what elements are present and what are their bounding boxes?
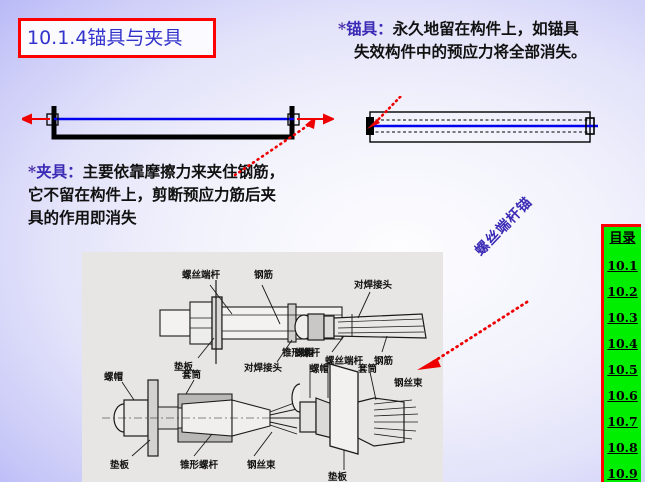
fig-label-rebar-2: 钢筋 [374, 355, 394, 367]
fig-label-bearing-plate: 垫板 [174, 361, 194, 373]
pointer-to-anchorage [367, 96, 403, 129]
note-anchor-line1: *锚具：永久地留在构件上，如锚具 [338, 17, 587, 40]
toc-item-10-6[interactable]: 10.6 [607, 388, 638, 403]
note-clamp-line2: 它不留在构件上，剪断预应力筋后夹 [28, 185, 277, 204]
pointer-to-figure [417, 300, 529, 370]
note-anchor: *锚具：永久地留在构件上，如锚具 失效构件中的预应力将全部消失。 [338, 17, 587, 63]
toc-item-10-8[interactable]: 10.8 [607, 440, 638, 455]
fig-label-wire-bundle-1: 钢丝束 [247, 459, 276, 471]
fig-label-wire-bundle-2: 钢丝束 [394, 377, 423, 389]
toc-item-10-2[interactable]: 10.2 [607, 284, 638, 299]
note-anchor-term: 锚具： [346, 19, 393, 38]
fig-label-rebar: 钢筋 [254, 269, 274, 281]
note-clamp: *夹具：主要依靠摩擦力来夹住钢筋， 它不留在构件上，剪断预应力筋后夹 具的作用即… [28, 160, 284, 229]
toc-item-10-5[interactable]: 10.5 [607, 362, 638, 377]
note-clamp-line3: 具的作用即消失 [28, 208, 137, 227]
bullet-star: * [338, 19, 347, 38]
fig-label-screw-end-rod-2: 螺丝端杆 [325, 355, 364, 367]
anchorage-right [585, 117, 595, 135]
note-clamp-text1: 主要依靠摩擦力来夹住钢筋， [82, 162, 285, 181]
fig-bottom-left [102, 379, 304, 457]
figure-anchorage-types: 螺丝端杆 钢筋 垫板 对焊接头 对焊接头 螺帽 [82, 252, 443, 482]
toc-item-10-3[interactable]: 10.3 [607, 310, 638, 325]
fig-label-nut-3: 螺帽 [310, 363, 330, 375]
bed-frame [51, 106, 295, 140]
diagram-anchored-member [366, 96, 598, 143]
toc-item-10-4[interactable]: 10.4 [607, 336, 638, 351]
toc-sidebar[interactable]: 目录 10.1 10.2 10.3 10.4 10.5 10.6 10.7 10… [601, 224, 641, 482]
fig-label-sleeve-2: 套筒 [357, 363, 378, 375]
note-anchor-text1: 永久地留在构件上，如锚具 [392, 19, 579, 38]
toc-item-10-7[interactable]: 10.7 [607, 414, 638, 429]
note-clamp-line1: *夹具：主要依靠摩擦力来夹住钢筋， [28, 160, 284, 183]
rotated-annotation: 螺丝端杆锚 [472, 194, 536, 260]
fig-bottom-right [291, 363, 419, 470]
fig-label-nut-1: 螺帽 [295, 347, 315, 359]
note-anchor-line2: 失效构件中的预应力将全部消失。 [354, 42, 587, 61]
fig-label-nut-2: 螺帽 [104, 371, 124, 383]
diagram-pretension-bed [22, 106, 334, 140]
bullet-star: * [28, 162, 37, 181]
force-arrows [22, 113, 334, 125]
toc-item-10-9[interactable]: 10.9 [607, 466, 638, 481]
page-title: 10.1.4锚具与夹具 [18, 18, 216, 58]
fig-label-bearing-plate-2: 垫板 [110, 459, 130, 471]
fig-label-sleeve-1: 套筒 [181, 369, 202, 381]
fig-label-butt-weld: 对焊接头 [244, 362, 283, 374]
fig-label-conical-screw-2: 锥形螺杆 [282, 347, 321, 359]
pointer-to-clamp [233, 120, 316, 177]
page-title-text: 10.1.4锚具与夹具 [27, 26, 183, 49]
toc-heading[interactable]: 目录 [609, 231, 636, 246]
fig-top-right [294, 291, 427, 353]
fig-label-bearing-plate-3: 垫板 [328, 471, 348, 482]
toc-item-10-1[interactable]: 10.1 [607, 258, 638, 273]
fig-label-screw-end-rod: 螺丝端杆 [182, 269, 221, 281]
note-clamp-term: 夹具： [36, 162, 83, 181]
fig-label-conical-screw-1: 锥形螺杆 [180, 459, 219, 471]
fig-label-butt-weld-2: 对焊接头 [354, 279, 393, 291]
